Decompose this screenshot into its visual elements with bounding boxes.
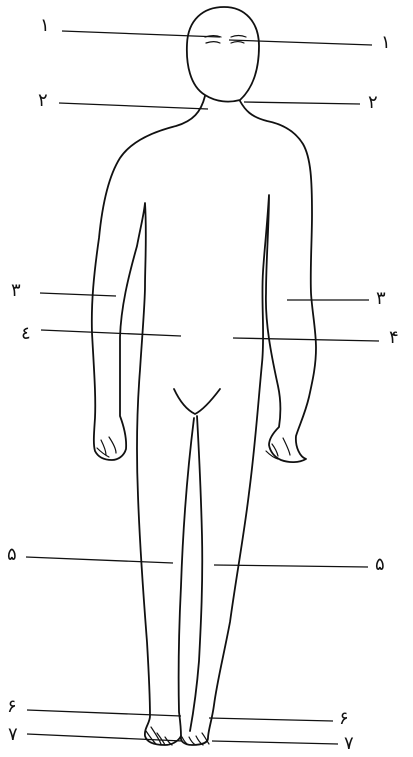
guide-5-right [214,565,368,567]
label-6-right: ۶ [339,708,349,729]
guide-3-left [40,293,116,296]
guide-1-right [229,40,372,45]
groin-line [174,389,220,414]
guide-2-left [59,103,208,109]
label-guides [26,31,379,744]
label-4-right: ۴ [389,327,399,348]
label-7-left: ۷ [8,724,18,745]
right-body-outline [181,101,316,745]
right-eye [231,42,244,44]
label-1-left: ۱ [40,15,50,36]
brow-right [231,36,246,38]
label-5-right: ۵ [375,554,385,575]
guide-1-left [62,31,220,37]
label-2-left: ۲ [38,90,48,111]
guide-5-left [26,557,173,563]
label-4-left: ٤ [21,323,31,344]
left-body-outline [92,96,205,745]
label-5-left: ۵ [7,544,17,565]
inner-leg-line [190,416,202,731]
label-7-right: ۷ [344,733,354,754]
diagram-labels: ۱ ۱ ۲ ۲ ۳ ۳ ٤ ۴ ۵ ۵ ۶ ۶ ۷ ۷ [7,15,399,754]
guide-7-right [212,741,338,744]
label-1-right: ۱ [381,32,391,53]
guide-4-left [41,330,181,336]
left-hand-detail [97,437,116,457]
label-6-left: ۶ [7,696,17,717]
head-outline [187,7,259,102]
left-eye [206,42,220,44]
guide-6-right [209,718,333,721]
guide-4-right [233,338,379,341]
label-3-left: ۳ [11,280,21,301]
guide-2-right [244,102,360,104]
label-2-right: ۲ [368,92,378,113]
human-figure [92,7,316,745]
guide-6-left [27,710,181,716]
label-3-right: ۳ [376,288,386,309]
